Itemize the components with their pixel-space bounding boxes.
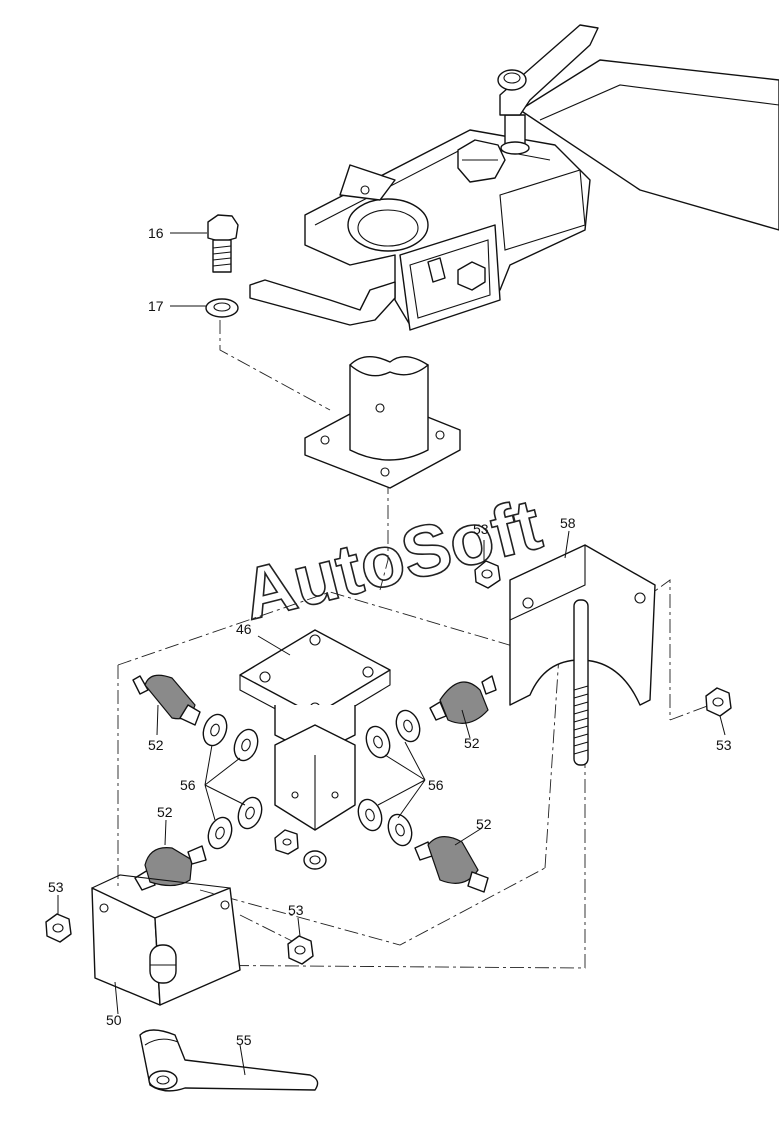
mount-plate-46: [239, 629, 391, 831]
watermark-text: AutoSoft: [235, 484, 549, 635]
rubber-mount-52-bottom-left: [134, 845, 207, 891]
callout-52-bottom-right: 52: [476, 816, 492, 832]
nut-53-top: [474, 560, 501, 589]
callout-53-top: 53: [473, 521, 489, 537]
callout-leaders: [57, 232, 726, 1076]
callout-53-right: 53: [716, 737, 732, 753]
nut-53-left: [45, 913, 72, 943]
callout-52-top-right: 52: [464, 735, 480, 751]
callout-56-left: 56: [180, 777, 196, 793]
upper-frame-assembly: [249, 24, 779, 331]
callout-52-bottom-left: 52: [157, 804, 173, 820]
callout-46: 46: [236, 621, 252, 637]
lock-washer-17: [205, 298, 239, 318]
rubber-mount-52-top-right: [429, 675, 497, 724]
socket-flange: [304, 356, 461, 489]
callout-labels: 16 17 46 50 52 52 52 52 53 53 53 53 55 5…: [48, 225, 732, 1048]
bracket-58: [509, 544, 656, 766]
nut-53-right: [705, 687, 732, 717]
nut-53-bottom: [287, 935, 314, 965]
bracket-50: [91, 874, 241, 1006]
center-nuts: [274, 829, 327, 870]
callout-58: 58: [560, 515, 576, 531]
callout-53-bottom: 53: [288, 902, 304, 918]
callout-53-left: 53: [48, 879, 64, 895]
callout-52-top-left: 52: [148, 737, 164, 753]
callout-56-right: 56: [428, 777, 444, 793]
callout-55: 55: [236, 1032, 252, 1048]
lever-55: [139, 1029, 319, 1092]
callout-16: 16: [148, 225, 164, 241]
callout-17: 17: [148, 298, 164, 314]
bolt-16: [207, 214, 239, 273]
washers-56: [202, 709, 426, 850]
rubber-mount-52-bottom-right: [414, 836, 489, 893]
callout-50: 50: [106, 1012, 122, 1028]
rubber-mount-52-top-left: [132, 674, 201, 726]
